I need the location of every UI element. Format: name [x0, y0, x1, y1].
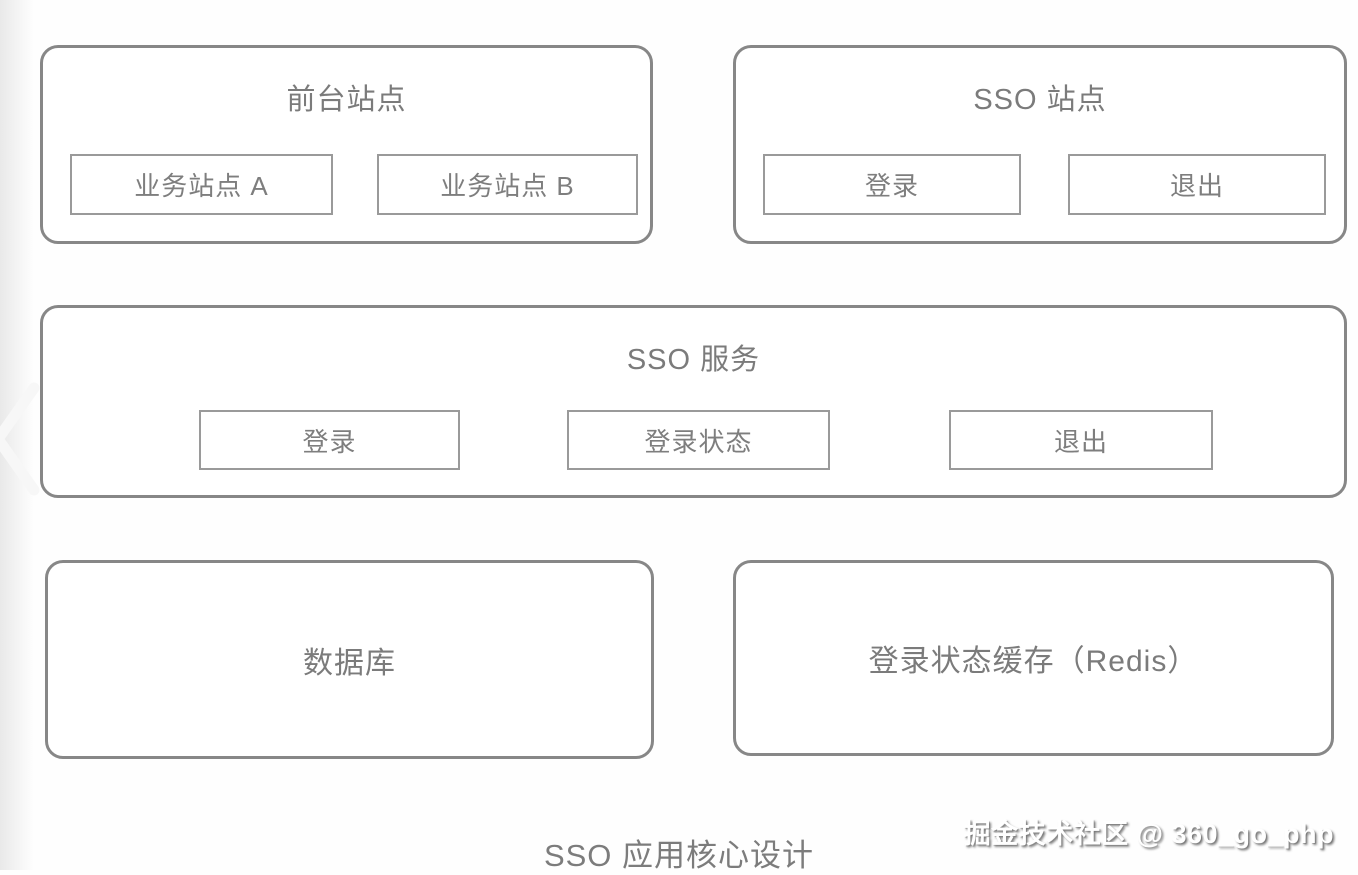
watermark-text: 掘金技术社区 @ 360_go_php — [963, 819, 1334, 849]
node-sso-site-login: 登录 — [763, 154, 1021, 215]
node-sso-service-login-state: 登录状态 — [567, 410, 830, 470]
node-database: 数据库 — [45, 560, 654, 759]
node-database-label: 数据库 — [303, 646, 396, 680]
group-sso-service-title: SSO 服务 — [626, 344, 761, 376]
node-business-site-a: 业务站点 A — [70, 154, 333, 215]
group-sso-site: SSO 站点 登录 退出 — [733, 45, 1347, 244]
group-sso-site-title: SSO 站点 — [973, 84, 1107, 116]
node-redis-cache: 登录状态缓存（Redis） — [733, 560, 1334, 756]
chevron-left-icon[interactable] — [0, 380, 42, 498]
node-sso-site-logout: 退出 — [1068, 154, 1326, 215]
group-frontend-site: 前台站点 业务站点 A 业务站点 B — [40, 45, 653, 244]
group-sso-service: SSO 服务 登录 登录状态 退出 — [40, 305, 1347, 498]
diagram-caption: SSO 应用核心设计 — [543, 838, 815, 873]
group-frontend-title: 前台站点 — [286, 84, 407, 116]
node-redis-cache-label: 登录状态缓存（Redis） — [868, 645, 1199, 678]
node-sso-service-login: 登录 — [199, 410, 460, 470]
node-sso-service-logout: 退出 — [949, 410, 1213, 470]
node-business-site-b: 业务站点 B — [377, 154, 638, 215]
